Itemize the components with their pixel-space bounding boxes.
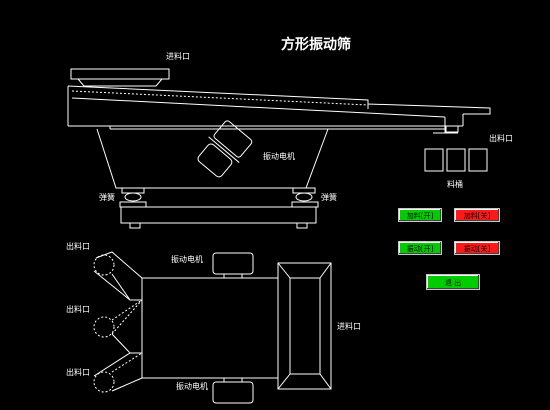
feed-hopper — [70, 68, 170, 87]
screen-deck — [67, 85, 491, 134]
vibrate-off-button[interactable]: 振动[关] — [454, 241, 500, 255]
vibration-motor-plan-bottom — [212, 377, 254, 404]
support-springs — [119, 192, 319, 229]
outlet-plan-label-3: 出料口 — [66, 368, 90, 377]
plan-body — [93, 251, 279, 393]
vibration-motor-label: 振动电机 — [263, 152, 295, 161]
feed-off-button[interactable]: 加料[关] — [454, 208, 500, 222]
outlet-label: 出料口 — [489, 134, 513, 143]
bucket-label: 料桶 — [447, 180, 463, 189]
vibrate-on-button[interactable]: 振动[开] — [398, 241, 442, 255]
feed-inlet-label: 进料口 — [166, 52, 190, 61]
feed-inlet-plan — [277, 262, 332, 390]
spring-label-left: 弹簧 — [99, 193, 115, 202]
spring-label-right: 弹簧 — [321, 193, 337, 202]
motor-plan-label-top: 振动电机 — [171, 255, 203, 264]
feed-on-button[interactable]: 加料[开] — [398, 208, 442, 222]
exit-button[interactable]: 退 出 — [426, 274, 480, 290]
outlet-plan-label-2: 出料口 — [66, 305, 90, 314]
feed-inlet-plan-label: 进料口 — [337, 322, 361, 331]
page-title: 方形振动筛 — [281, 37, 351, 53]
vibration-motor-plan-top — [212, 252, 254, 279]
vibration-motor-side — [197, 120, 253, 178]
motor-plan-label-bottom: 振动电机 — [176, 382, 208, 391]
outlet-plan-label-1: 出料口 — [66, 242, 90, 251]
material-buckets — [424, 148, 488, 172]
